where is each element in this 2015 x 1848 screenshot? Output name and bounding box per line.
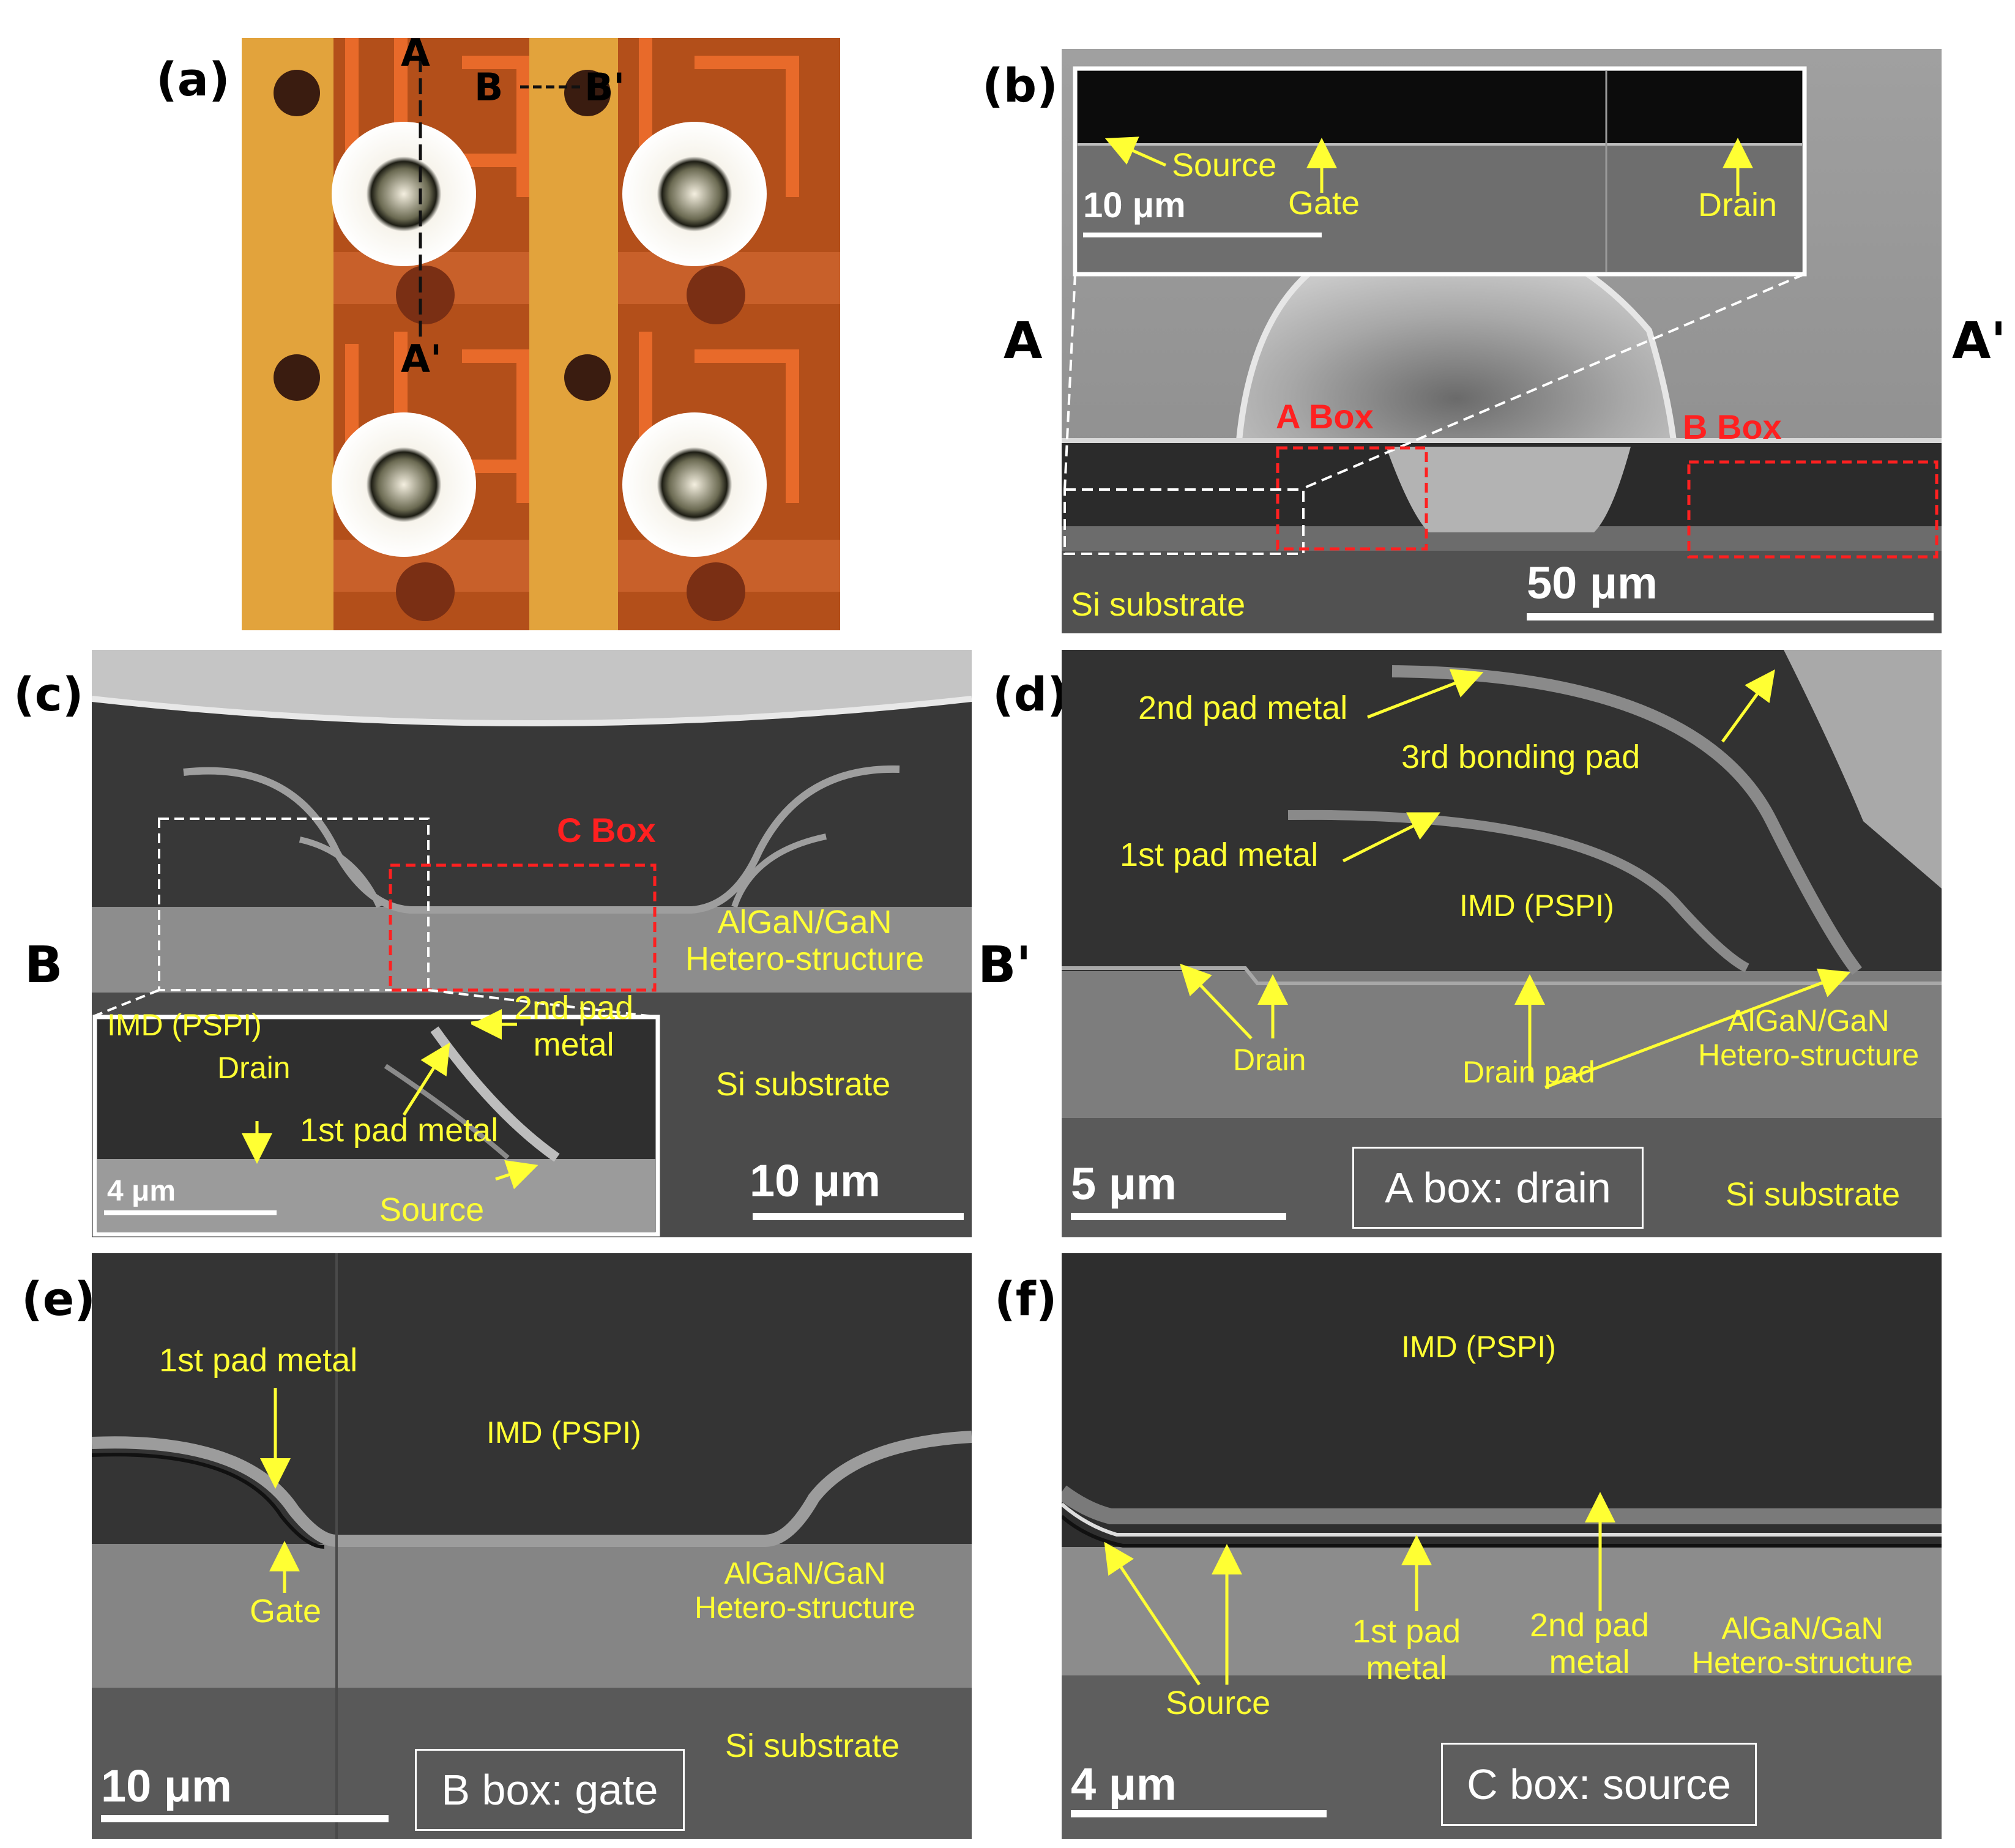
c-inset-scale-bar <box>104 1210 277 1215</box>
c-inset-source-label: Source <box>379 1191 485 1228</box>
c-inset-2nd-pad-label: 2nd pad metal <box>514 989 634 1064</box>
e-1st-pad-label: 1st pad metal <box>159 1342 358 1379</box>
inset-source-label: Source <box>1172 147 1277 184</box>
cut-line-b-label: B <box>474 65 504 110</box>
f-imd-label: IMD (PSPI) <box>1401 1330 1556 1364</box>
a-box-label: A Box <box>1276 397 1374 436</box>
c-box-label: C Box <box>557 811 656 849</box>
c-scale-bar <box>753 1213 964 1220</box>
cut-line-a-prime-label: A' <box>401 337 442 381</box>
d-scale-bar <box>1071 1213 1286 1220</box>
f-1st-pad-label: 1st pad metal <box>1352 1613 1461 1687</box>
sem-cross-section-b <box>92 650 972 1237</box>
sem-cross-section-a <box>1062 49 1942 633</box>
f-source-label: Source <box>1166 1685 1271 1721</box>
panel-b-label: (b) <box>982 58 1058 113</box>
e-substrate-label: Si substrate <box>725 1727 900 1764</box>
b-substrate-label: Si substrate <box>1071 586 1246 623</box>
cut-line-a-label: A <box>401 38 430 75</box>
device-layout-image <box>242 38 840 630</box>
panel-a-micrograph: A A' B B' <box>242 38 840 630</box>
sem-source-closeup <box>1062 1253 1942 1839</box>
c-hetero-label: AlGaN/GaN Hetero-structure <box>685 904 925 978</box>
panel-a-label: (a) <box>156 52 230 106</box>
e-scale-bar <box>101 1815 389 1822</box>
d-scale-label: 5 μm <box>1071 1158 1177 1209</box>
d-drain-label: Drain <box>1233 1043 1306 1077</box>
sem-gate-closeup <box>92 1253 972 1839</box>
b-scale-bar <box>1527 613 1934 620</box>
panel-f-sem: IMD (PSPI) Source 1st pad metal 2nd pad … <box>1062 1253 1942 1839</box>
sem-drain-closeup <box>1062 650 1942 1237</box>
panel-b-sem: 10 μm Source Gate Drain A Box B Box Si s… <box>1062 49 1942 633</box>
panel-e-sem: 1st pad metal IMD (PSPI) Gate AlGaN/GaN … <box>92 1253 972 1839</box>
d-drain-pad-label: Drain pad <box>1462 1055 1595 1089</box>
b-scale-label: 50 μm <box>1527 557 1658 608</box>
b-box-label: B Box <box>1683 408 1782 446</box>
c-inset-drain-label: Drain <box>217 1051 291 1085</box>
section-a-left-label: A <box>1004 312 1043 370</box>
inset-drain-label: Drain <box>1698 187 1778 223</box>
inset-scale-label: 10 μm <box>1083 185 1186 225</box>
c-substrate-label: Si substrate <box>716 1066 891 1103</box>
c-inset-1st-pad-label: 1st pad metal <box>300 1112 499 1149</box>
panel-e-label: (e) <box>21 1272 96 1326</box>
f-scale-bar <box>1071 1810 1327 1817</box>
e-imd-label: IMD (PSPI) <box>486 1415 641 1450</box>
f-2nd-pad-label: 2nd pad metal <box>1530 1607 1650 1681</box>
section-b-left-label: B <box>24 936 63 994</box>
f-box-label: C box: source <box>1441 1743 1757 1826</box>
e-gate-label: Gate <box>250 1593 322 1630</box>
f-scale-label: 4 μm <box>1071 1759 1177 1809</box>
d-imd-label: IMD (PSPI) <box>1459 889 1614 923</box>
d-substrate-label: Si substrate <box>1726 1176 1901 1213</box>
section-b-right-label: B' <box>978 936 1032 994</box>
d-hetero-label: AlGaN/GaN Hetero-structure <box>1698 1004 1920 1072</box>
c-inset-imd-label: IMD (PSPI) <box>107 1008 262 1042</box>
e-hetero-label: AlGaN/GaN Hetero-structure <box>695 1556 916 1625</box>
e-box-label: B box: gate <box>415 1749 685 1831</box>
c-scale-label: 10 μm <box>750 1155 881 1206</box>
cut-line-b-prime-label: B' <box>584 65 625 110</box>
panel-d-label: (d) <box>993 667 1068 721</box>
d-1st-pad-label: 1st pad metal <box>1120 836 1319 873</box>
d-3rd-bonding-pad-label: 3rd bonding pad <box>1401 739 1641 775</box>
f-hetero-label: AlGaN/GaN Hetero-structure <box>1692 1611 1913 1680</box>
d-2nd-pad-label: 2nd pad metal <box>1138 690 1348 726</box>
inset-scale-bar <box>1083 233 1322 237</box>
panel-c-label: (c) <box>13 667 84 721</box>
d-box-label: A box: drain <box>1352 1147 1644 1229</box>
section-a-right-label: A' <box>1952 312 2006 370</box>
e-scale-label: 10 μm <box>101 1760 232 1811</box>
c-inset-scale-label: 4 μm <box>107 1175 176 1207</box>
panel-c-sem: C Box AlGaN/GaN Hetero-structure Si subs… <box>92 650 972 1237</box>
panel-f-label: (f) <box>994 1272 1057 1326</box>
inset-gate-label: Gate <box>1288 185 1360 222</box>
panel-d-sem: 2nd pad metal 3rd bonding pad 1st pad me… <box>1062 650 1942 1237</box>
